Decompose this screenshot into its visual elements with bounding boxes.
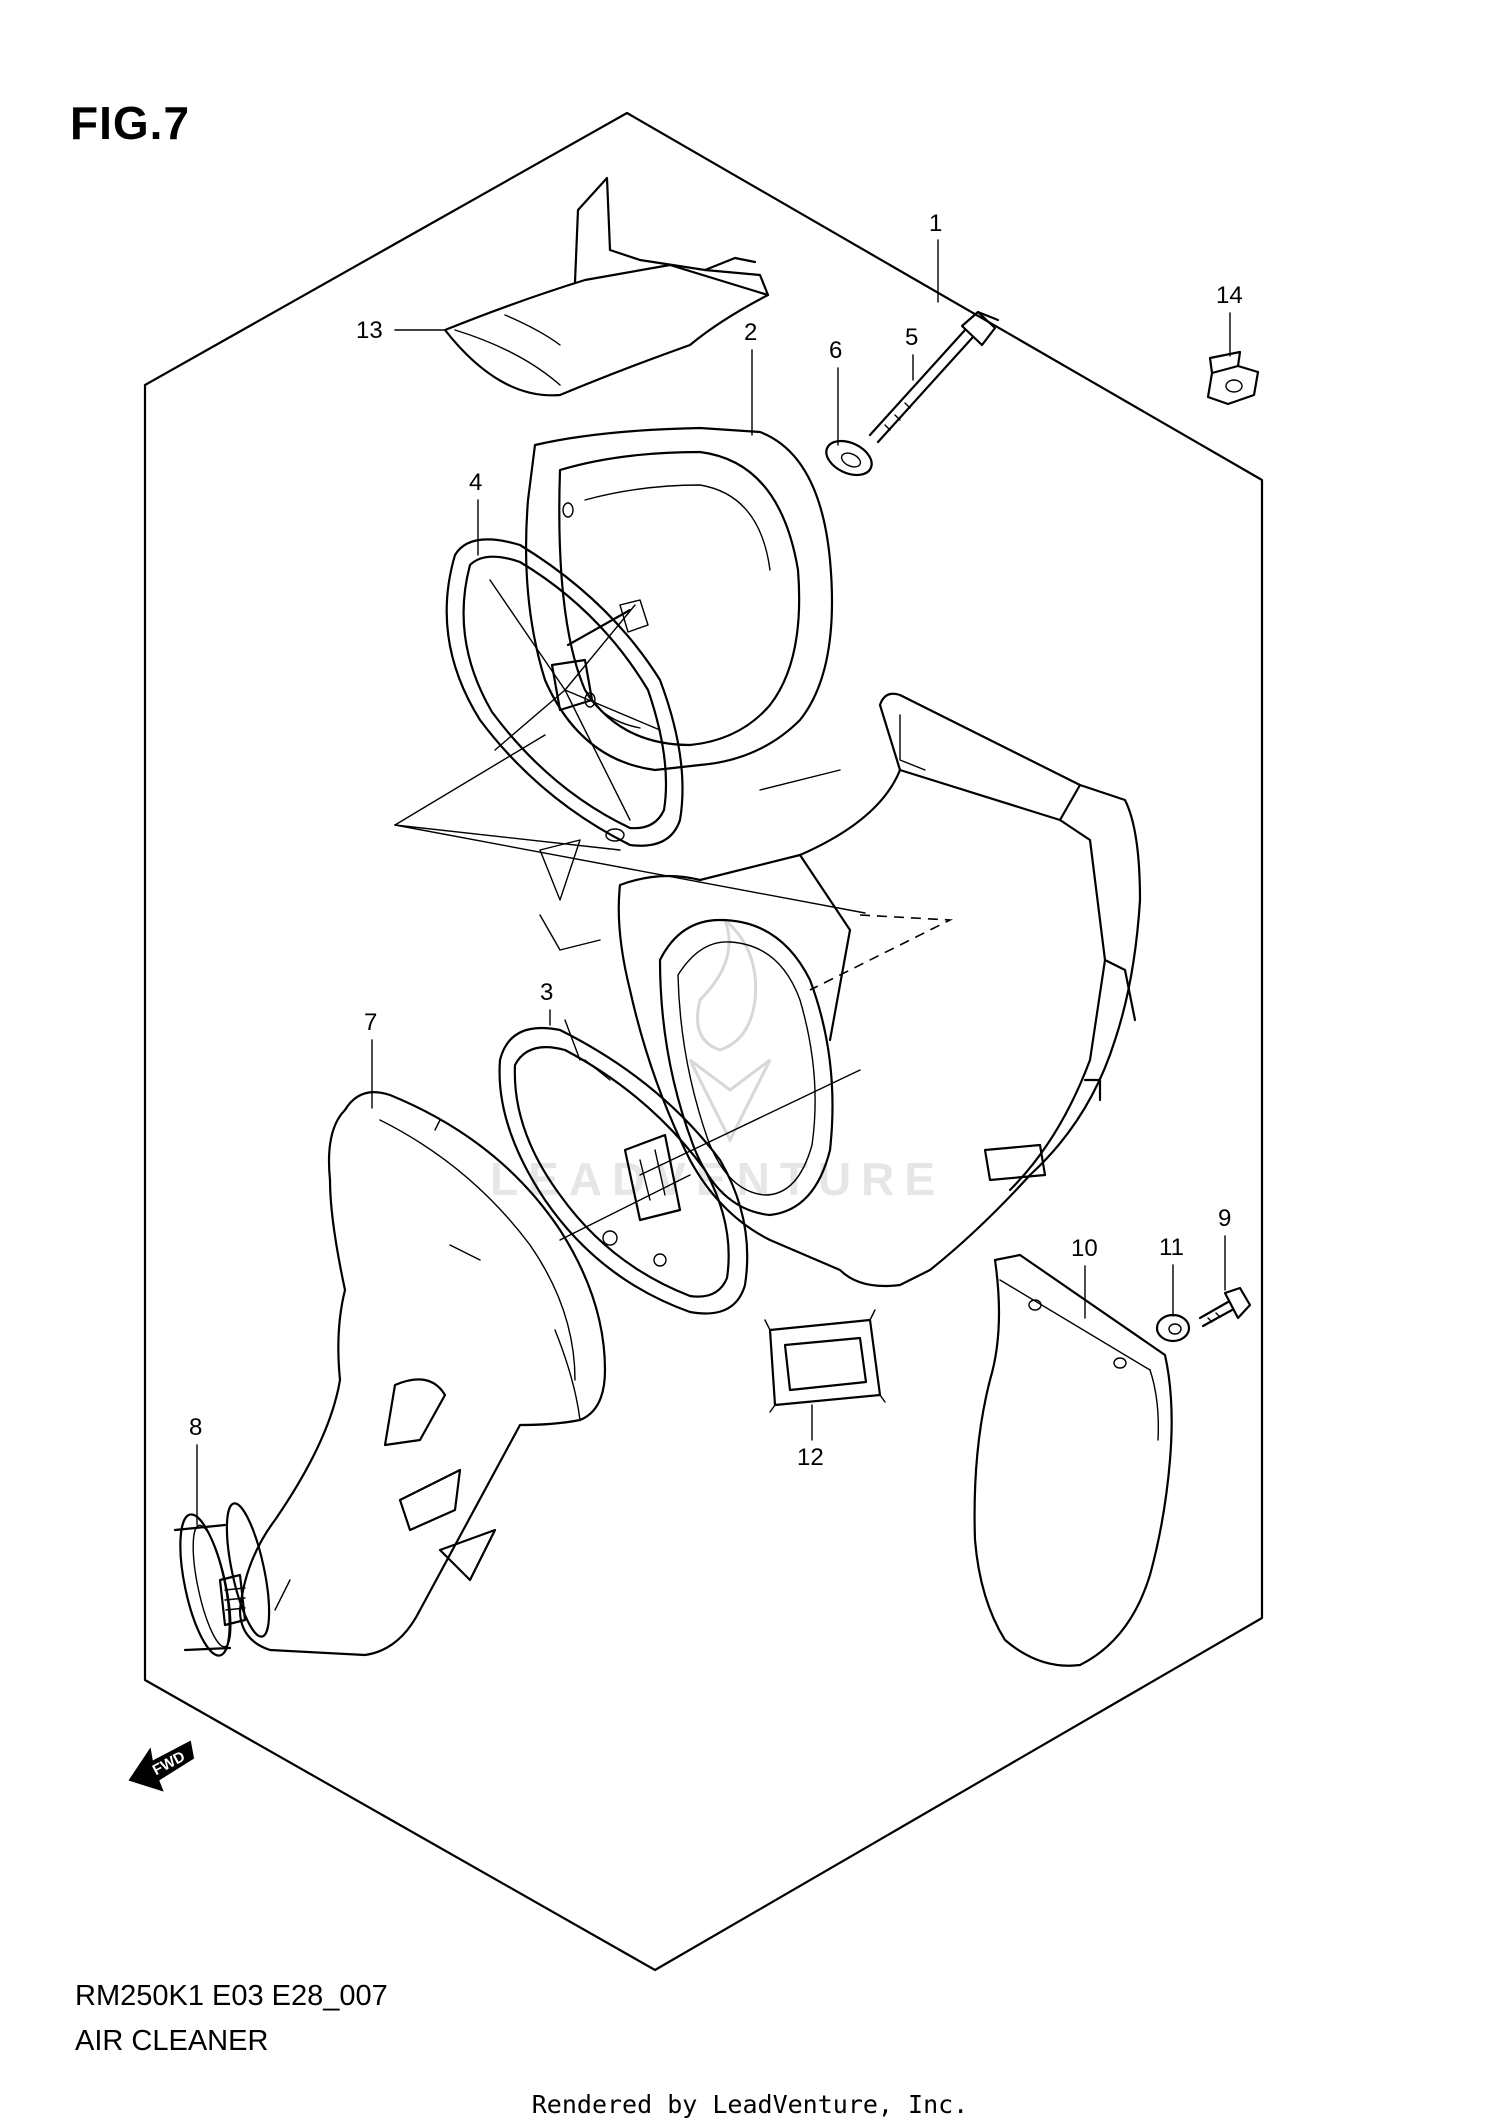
callout-9: 9 bbox=[1218, 1205, 1231, 1232]
part-1-air-cleaner-case bbox=[539, 692, 1142, 1288]
figure-title: FIG.7 bbox=[70, 97, 191, 149]
part-6-washer bbox=[825, 439, 873, 477]
callout-7: 7 bbox=[364, 1009, 377, 1036]
callout-8: 8 bbox=[189, 1414, 202, 1441]
part-5-bolt bbox=[868, 310, 1000, 444]
callout-14: 14 bbox=[1216, 282, 1243, 309]
watermark: LEADVENTURE bbox=[490, 918, 945, 1205]
part-8-clamp bbox=[173, 1502, 271, 1657]
callout-12: 12 bbox=[797, 1444, 824, 1471]
diagram-name: AIR CLEANER bbox=[75, 2025, 269, 2057]
part-12-band bbox=[764, 1309, 886, 1413]
callout-4: 4 bbox=[469, 469, 482, 496]
watermark-text: LEADVENTURE bbox=[490, 1153, 945, 1205]
callout-3: 3 bbox=[540, 979, 553, 1006]
callout-5: 5 bbox=[905, 324, 918, 351]
forward-direction-arrow: FWD bbox=[128, 1740, 195, 1792]
assembly-boundary-outline bbox=[143, 111, 1264, 1972]
callout-6: 6 bbox=[829, 337, 842, 364]
model-code: RM250K1 E03 E28_007 bbox=[75, 1980, 388, 2012]
part-7-outlet-tube bbox=[238, 1091, 607, 1657]
callout-1: 1 bbox=[929, 210, 942, 237]
part-13-cover bbox=[443, 176, 770, 397]
callout-13: 13 bbox=[356, 317, 383, 344]
callout-leader-lines bbox=[196, 239, 1231, 1526]
assembly-guide-lines bbox=[394, 734, 954, 1241]
part-3-element-cage bbox=[498, 1026, 749, 1315]
callout-labels: 1 2 3 4 5 6 7 8 9 10 11 12 13 14 bbox=[189, 210, 1243, 1471]
callout-11: 11 bbox=[1159, 1234, 1184, 1261]
callout-10: 10 bbox=[1071, 1235, 1098, 1262]
part-4-element-cage bbox=[445, 538, 684, 847]
callout-2: 2 bbox=[744, 319, 757, 346]
part-14-nut bbox=[1206, 350, 1260, 406]
part-9-screw bbox=[1198, 1286, 1252, 1328]
rendered-by-credit: Rendered by LeadVenture, Inc. bbox=[531, 2090, 969, 2119]
part-11-washer bbox=[1155, 1313, 1191, 1343]
part-10-mud-guard bbox=[973, 1253, 1173, 1667]
part-2-air-cleaner-element bbox=[524, 426, 834, 772]
